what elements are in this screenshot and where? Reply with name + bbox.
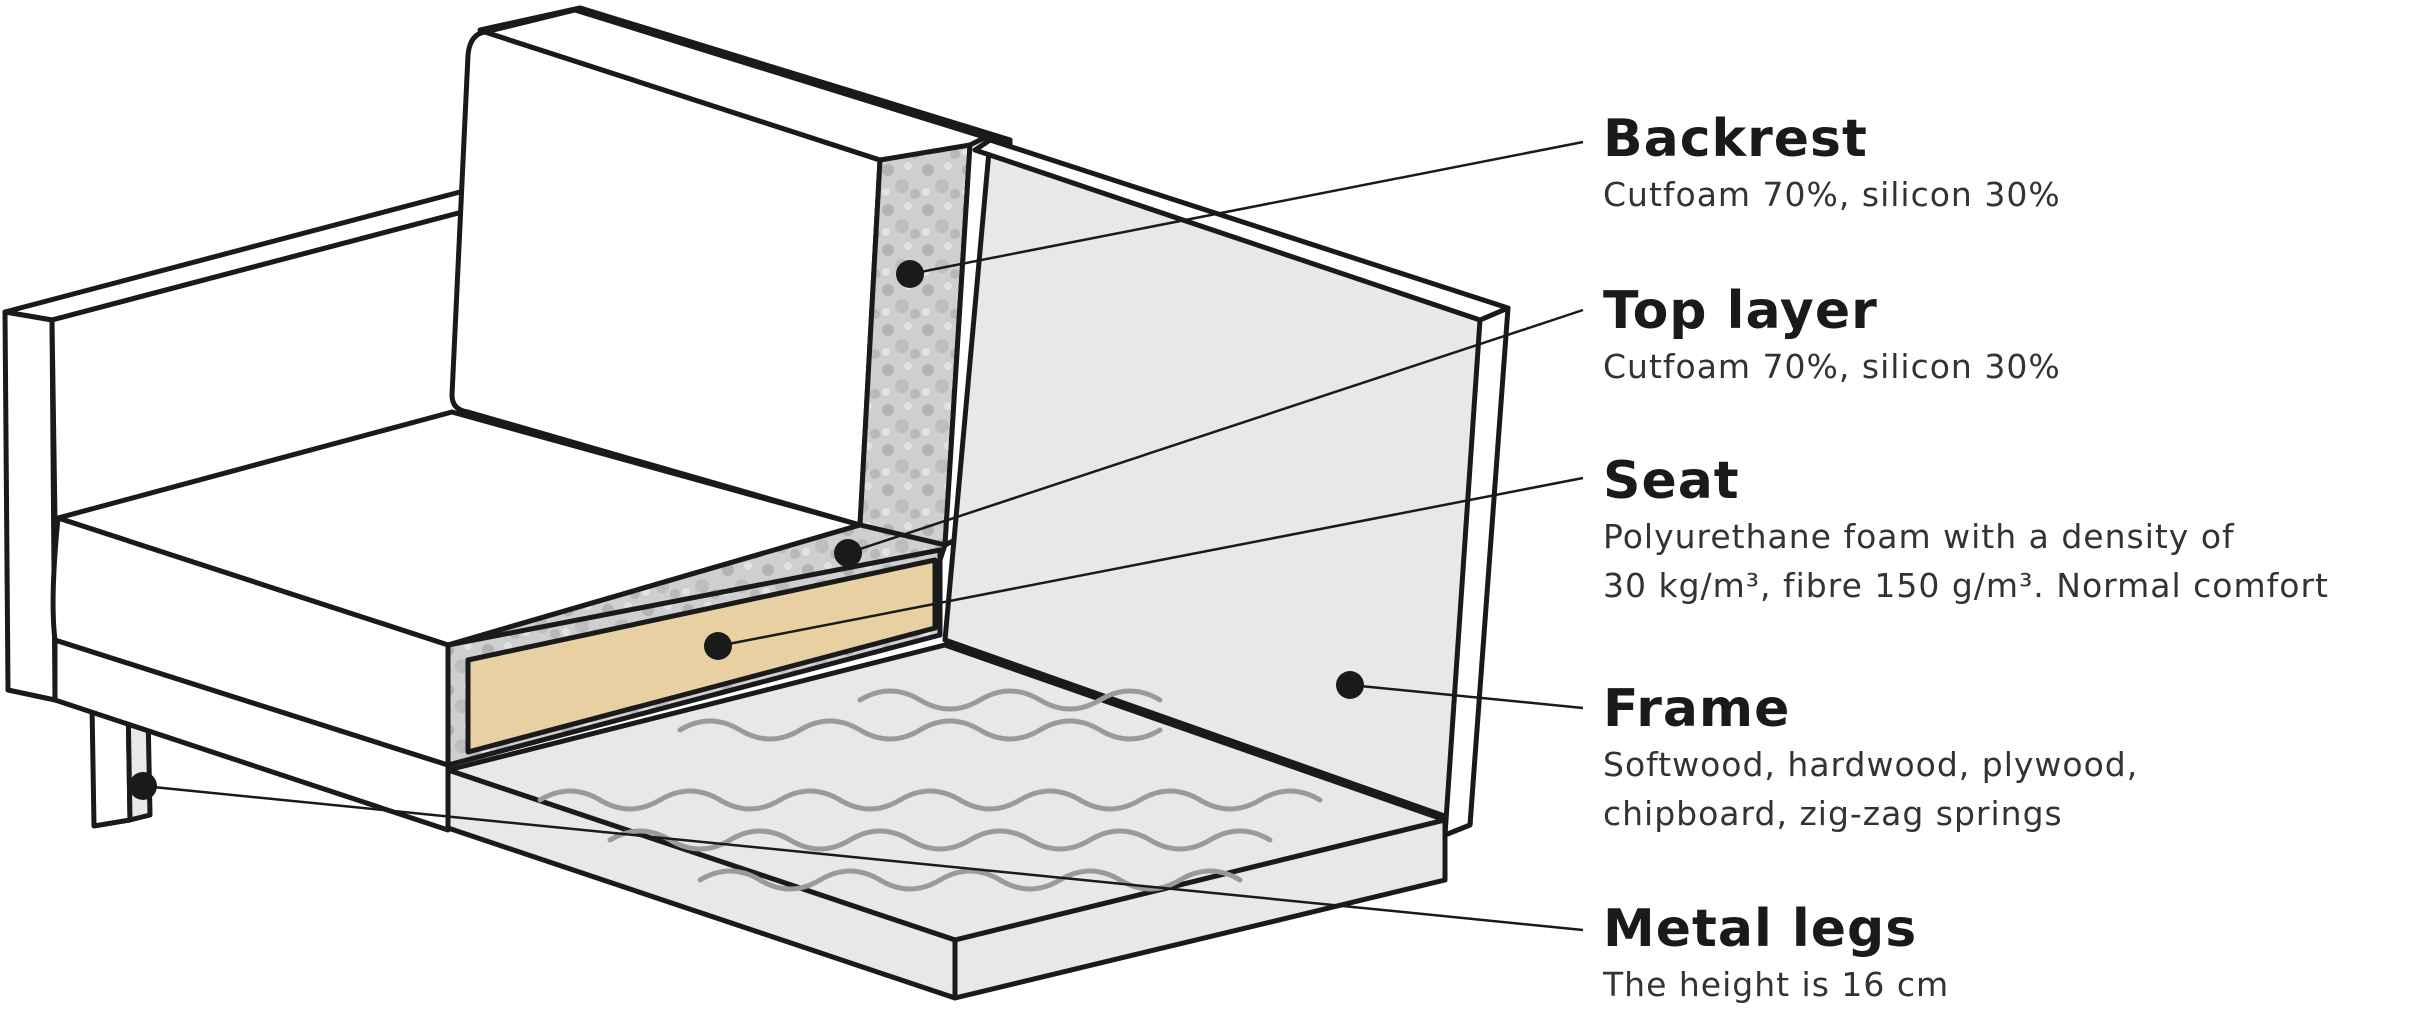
label-backrest-desc: Cutfoam 70%, silicon 30%: [1603, 170, 2413, 219]
label-frame-desc-line1: Softwood, hardwood, plywood,: [1603, 740, 2413, 789]
label-top-layer-desc: Cutfoam 70%, silicon 30%: [1603, 342, 2413, 391]
label-metal-legs: Metal legs The height is 16 cm: [1603, 898, 2413, 1009]
label-frame-desc-line2: chipboard, zig-zag springs: [1603, 789, 2413, 838]
label-seat-desc-line2: 30 kg/m³, fibre 150 g/m³. Normal comfort: [1603, 561, 2413, 610]
dot-backrest: [896, 260, 924, 288]
label-frame: Frame Softwood, hardwood, plywood, chipb…: [1603, 678, 2413, 838]
dot-metal-legs: [129, 772, 157, 800]
label-backrest: Backrest Cutfoam 70%, silicon 30%: [1603, 108, 2413, 219]
label-seat-desc-line1: Polyurethane foam with a density of: [1603, 512, 2413, 561]
label-top-layer-title: Top layer: [1603, 280, 2413, 342]
dot-top-layer: [834, 539, 862, 567]
dot-seat: [704, 632, 732, 660]
label-metal-legs-desc: The height is 16 cm: [1603, 960, 2413, 1009]
label-metal-legs-title: Metal legs: [1603, 898, 2413, 960]
dot-frame: [1336, 671, 1364, 699]
label-seat-title: Seat: [1603, 450, 2413, 512]
sofa-illustration: [5, 8, 1508, 998]
label-seat: Seat Polyurethane foam with a density of…: [1603, 450, 2413, 610]
label-frame-title: Frame: [1603, 678, 2413, 740]
label-backrest-title: Backrest: [1603, 108, 2413, 170]
label-top-layer: Top layer Cutfoam 70%, silicon 30%: [1603, 280, 2413, 391]
